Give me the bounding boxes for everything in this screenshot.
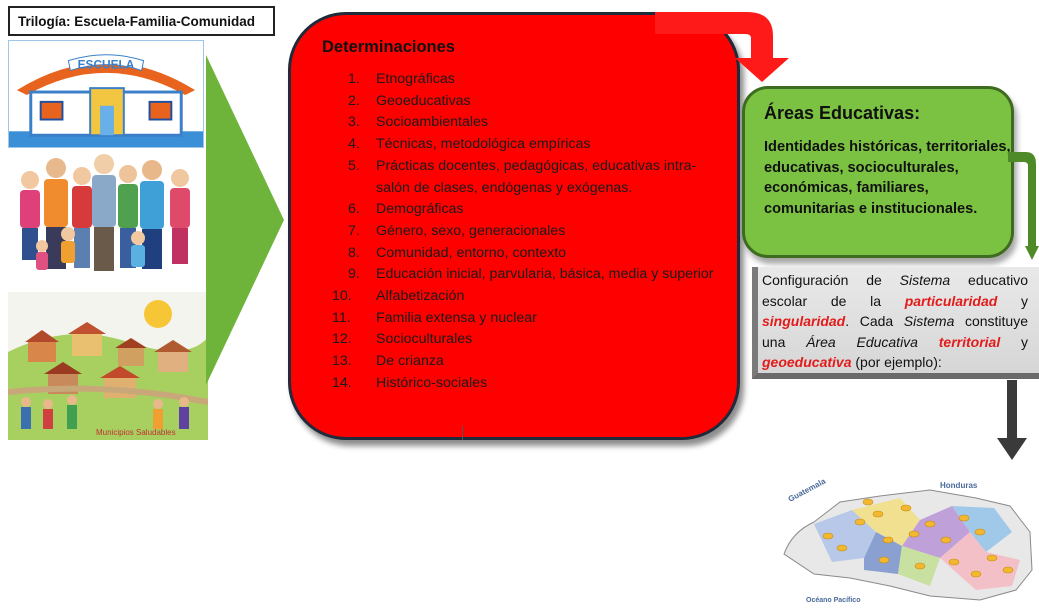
areas-educativas-box bbox=[742, 86, 1014, 258]
curved-arrow-down-icon bbox=[655, 8, 795, 84]
list-item: 12.Socioculturales bbox=[332, 331, 473, 348]
determinaciones-list: 1.Etnográficas 2.Geoeducativas 3.Socioam… bbox=[332, 69, 717, 395]
list-item: 9.Educación inicial, parvularia, básica,… bbox=[348, 266, 714, 283]
community-image: Municipios Saludables bbox=[8, 292, 208, 440]
flow-arrow-right-icon bbox=[204, 55, 286, 385]
list-item: 7.Género, sexo, generacionales bbox=[348, 222, 566, 239]
list-item: 2.Geoeducativas bbox=[348, 92, 471, 109]
trilogy-title: Trilogía: Escuela-Familia-Comunidad bbox=[8, 6, 275, 36]
areas-educativas-text: Identidades históricas, territoriales, e… bbox=[764, 139, 1011, 217]
areas-educativas-title: Áreas Educativas: bbox=[764, 103, 921, 123]
list-item: 10.Alfabetización bbox=[332, 288, 465, 305]
configuracion-text: Configuración de Sistema educativo escol… bbox=[762, 272, 1029, 370]
determinaciones-title: Determinaciones bbox=[322, 38, 455, 56]
arrow-down-icon bbox=[997, 380, 1027, 460]
map-label-ocean: Océano Pacífico bbox=[806, 597, 860, 604]
divider bbox=[462, 426, 463, 440]
list-item: 3.Socioambientales bbox=[348, 114, 488, 131]
list-item: 13.De crianza bbox=[332, 353, 444, 370]
list-item: 4.Técnicas, metodológica empíricas bbox=[348, 136, 591, 153]
school-sign: ESCUELA bbox=[78, 58, 135, 72]
list-item: 14.Histórico-sociales bbox=[332, 374, 488, 391]
list-item: 11.Familia extensa y nuclear bbox=[332, 309, 537, 326]
list-item: 5.Prácticas docentes, pedagógicas, educa… bbox=[348, 157, 697, 196]
family-image bbox=[8, 150, 204, 280]
list-item: 6.Demográficas bbox=[348, 201, 464, 218]
list-item: 8.Comunidad, entorno, contexto bbox=[348, 244, 567, 261]
list-item: 1.Etnográficas bbox=[348, 71, 455, 87]
school-image: ESCUELA bbox=[8, 40, 204, 148]
el-salvador-map: Guatemala Honduras Océano Pacífico bbox=[780, 462, 1036, 606]
community-caption: Municipios Saludables bbox=[96, 428, 176, 437]
configuracion-box bbox=[752, 267, 1039, 379]
map-label-honduras: Honduras bbox=[940, 481, 978, 490]
curved-arrow-down-icon bbox=[1008, 150, 1039, 260]
determinaciones-box bbox=[288, 12, 740, 440]
